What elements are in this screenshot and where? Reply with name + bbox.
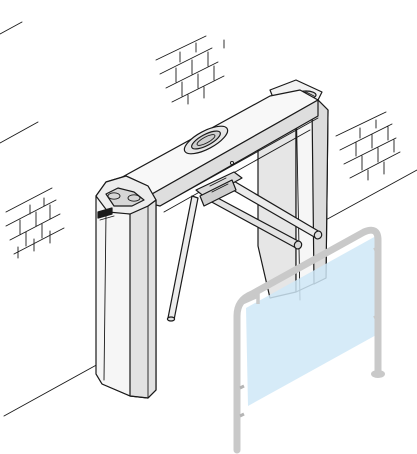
floor-lines	[0, 21, 417, 417]
brick-wall-top	[155, 35, 225, 105]
tripod-arms	[166, 171, 323, 322]
brick-wall-left	[5, 187, 65, 259]
brick-wall-right	[335, 111, 401, 181]
top-beam	[105, 89, 319, 213]
glass-gate	[233, 226, 385, 454]
left-pillar	[95, 175, 157, 399]
